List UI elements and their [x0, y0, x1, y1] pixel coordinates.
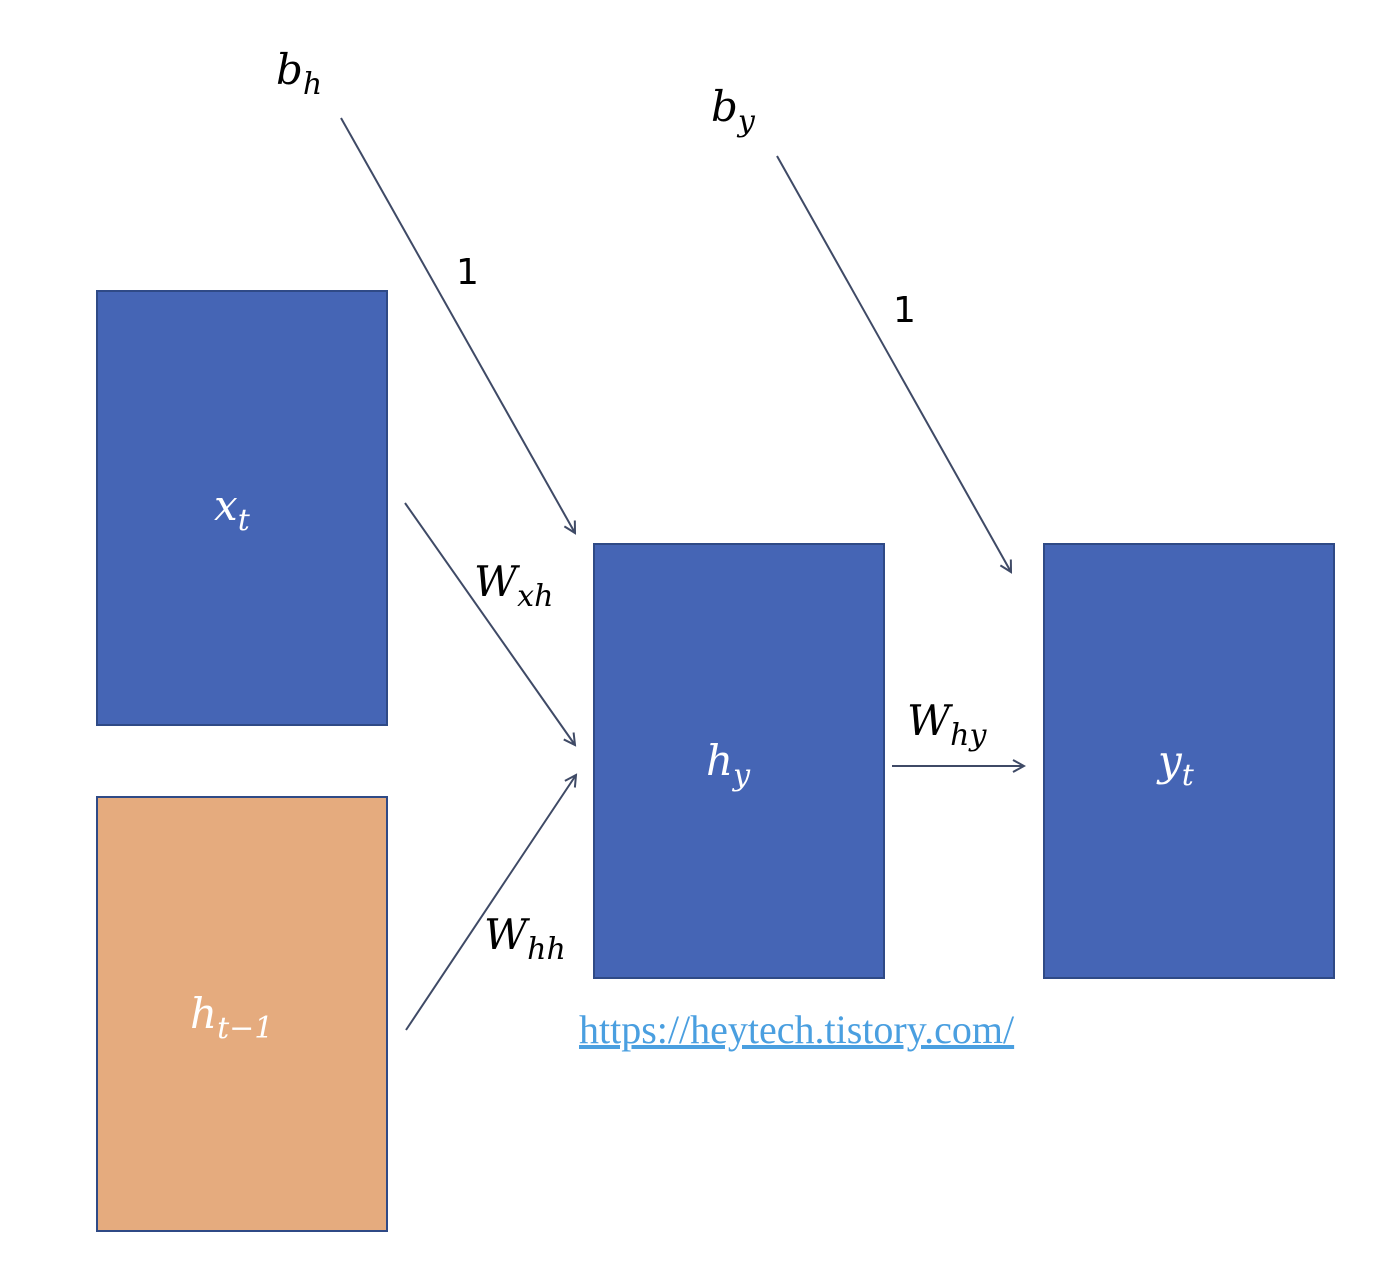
bias-h-label: bh — [276, 45, 322, 102]
x-t-box — [96, 290, 388, 726]
h-y-label: hy — [706, 736, 751, 793]
h-y-box — [593, 543, 885, 979]
hprev-to-h-arrow — [405, 775, 576, 1031]
w-xh-label: Wxh — [474, 557, 553, 614]
x-to-h-arrow — [404, 502, 575, 745]
bias-y-arrow — [776, 155, 1011, 572]
w-hh-label: Whh — [484, 910, 566, 967]
y-t-box — [1043, 543, 1335, 979]
bias-h-arrow — [340, 117, 575, 533]
h-prev-label: ht−1 — [190, 989, 273, 1046]
source-link[interactable]: https://heytech.tistory.com/ — [579, 1007, 1015, 1052]
h-prev-box — [96, 796, 388, 1232]
w-hy-label: Why — [907, 696, 987, 753]
bias-y-label: by — [711, 82, 756, 139]
bias-y-weight-label: 1 — [893, 290, 916, 331]
x-t-label: xt — [214, 481, 251, 538]
bias-h-weight-label: 1 — [456, 252, 479, 293]
y-t-label: yt — [1156, 736, 1195, 793]
